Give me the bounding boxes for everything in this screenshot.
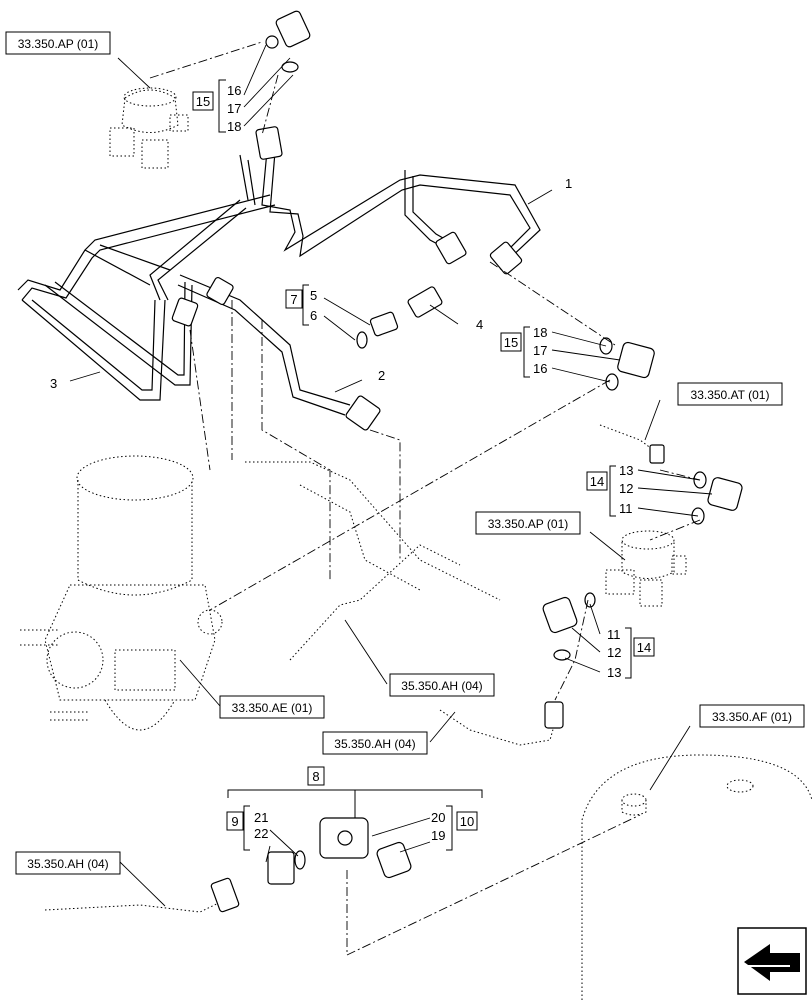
ref-ah-a[interactable]: 35.350.AH (04)	[389, 673, 495, 697]
svg-text:13: 13	[619, 463, 633, 478]
svg-text:11: 11	[607, 627, 621, 642]
pipe-3	[17, 194, 276, 401]
svg-text:5: 5	[310, 288, 317, 303]
svg-text:33.350.AE (01): 33.350.AE (01)	[232, 701, 313, 715]
svg-text:35.350.AH (04): 35.350.AH (04)	[27, 857, 108, 871]
ref-ah-c[interactable]: 35.350.AH (04)	[15, 851, 121, 875]
svg-text:14: 14	[637, 640, 651, 655]
svg-text:35.350.AH (04): 35.350.AH (04)	[401, 679, 482, 693]
svg-text:16: 16	[533, 361, 547, 376]
group-8: 8	[307, 766, 325, 786]
pipe-2	[177, 274, 351, 416]
group-14-mid: 14	[633, 637, 655, 657]
group-15-mid: 15	[500, 332, 522, 352]
svg-text:17: 17	[227, 101, 241, 116]
svg-text:13: 13	[607, 665, 621, 680]
group-15-top: 15	[192, 91, 214, 111]
air-dryer	[20, 455, 223, 731]
svg-text:33.350.AP (01): 33.350.AP (01)	[18, 37, 99, 51]
svg-text:9: 9	[231, 814, 238, 829]
svg-text:4: 4	[476, 317, 483, 332]
brackets	[218, 79, 632, 851]
part-numbers: 16 17 18 1 5 6 4 18 17 16 2 3 13 12 11 1…	[50, 83, 633, 843]
pipe-1	[149, 139, 541, 301]
svg-text:12: 12	[619, 481, 633, 496]
svg-text:7: 7	[290, 292, 297, 307]
svg-text:1: 1	[565, 176, 572, 191]
air-tank	[581, 754, 812, 1000]
ref-at[interactable]: 33.350.AT (01)	[677, 382, 783, 406]
svg-text:19: 19	[431, 828, 445, 843]
svg-text:14: 14	[590, 474, 604, 489]
ref-ap-mid[interactable]: 33.350.AP (01)	[475, 511, 581, 535]
valve-top	[109, 87, 189, 169]
svg-text:3: 3	[50, 376, 57, 391]
ref-ae[interactable]: 33.350.AE (01)	[219, 695, 325, 719]
group-10: 10	[456, 811, 478, 831]
group-14-top: 14	[586, 471, 608, 491]
svg-text:15: 15	[196, 94, 210, 109]
svg-text:22: 22	[254, 826, 268, 841]
svg-text:2: 2	[378, 368, 385, 383]
ref-ah-b[interactable]: 35.350.AH (04)	[322, 731, 428, 755]
svg-text:20: 20	[431, 810, 445, 825]
group-9: 9	[226, 811, 244, 831]
svg-text:33.350.AT (01): 33.350.AT (01)	[691, 388, 770, 402]
svg-text:33.350.AP (01): 33.350.AP (01)	[488, 517, 569, 531]
svg-text:12: 12	[607, 645, 621, 660]
hoses	[44, 424, 661, 913]
svg-text:11: 11	[619, 501, 633, 516]
svg-text:18: 18	[227, 119, 241, 134]
valve-mid	[605, 530, 687, 607]
svg-text:6: 6	[310, 308, 317, 323]
svg-text:8: 8	[312, 769, 319, 784]
svg-text:33.350.AF (01): 33.350.AF (01)	[712, 710, 792, 724]
svg-text:21: 21	[254, 810, 268, 825]
nav-arrow-icon[interactable]	[737, 927, 807, 995]
ref-ap-top[interactable]: 33.350.AP (01)	[5, 31, 111, 55]
ref-af[interactable]: 33.350.AF (01)	[699, 704, 805, 728]
center-lines	[149, 41, 701, 956]
svg-text:18: 18	[533, 325, 547, 340]
svg-text:10: 10	[460, 814, 474, 829]
svg-text:15: 15	[504, 335, 518, 350]
group-7: 7	[285, 289, 303, 309]
fittings	[171, 10, 743, 913]
svg-text:16: 16	[227, 83, 241, 98]
svg-text:17: 17	[533, 343, 547, 358]
svg-text:35.350.AH (04): 35.350.AH (04)	[334, 737, 415, 751]
leader-lines	[69, 44, 713, 907]
